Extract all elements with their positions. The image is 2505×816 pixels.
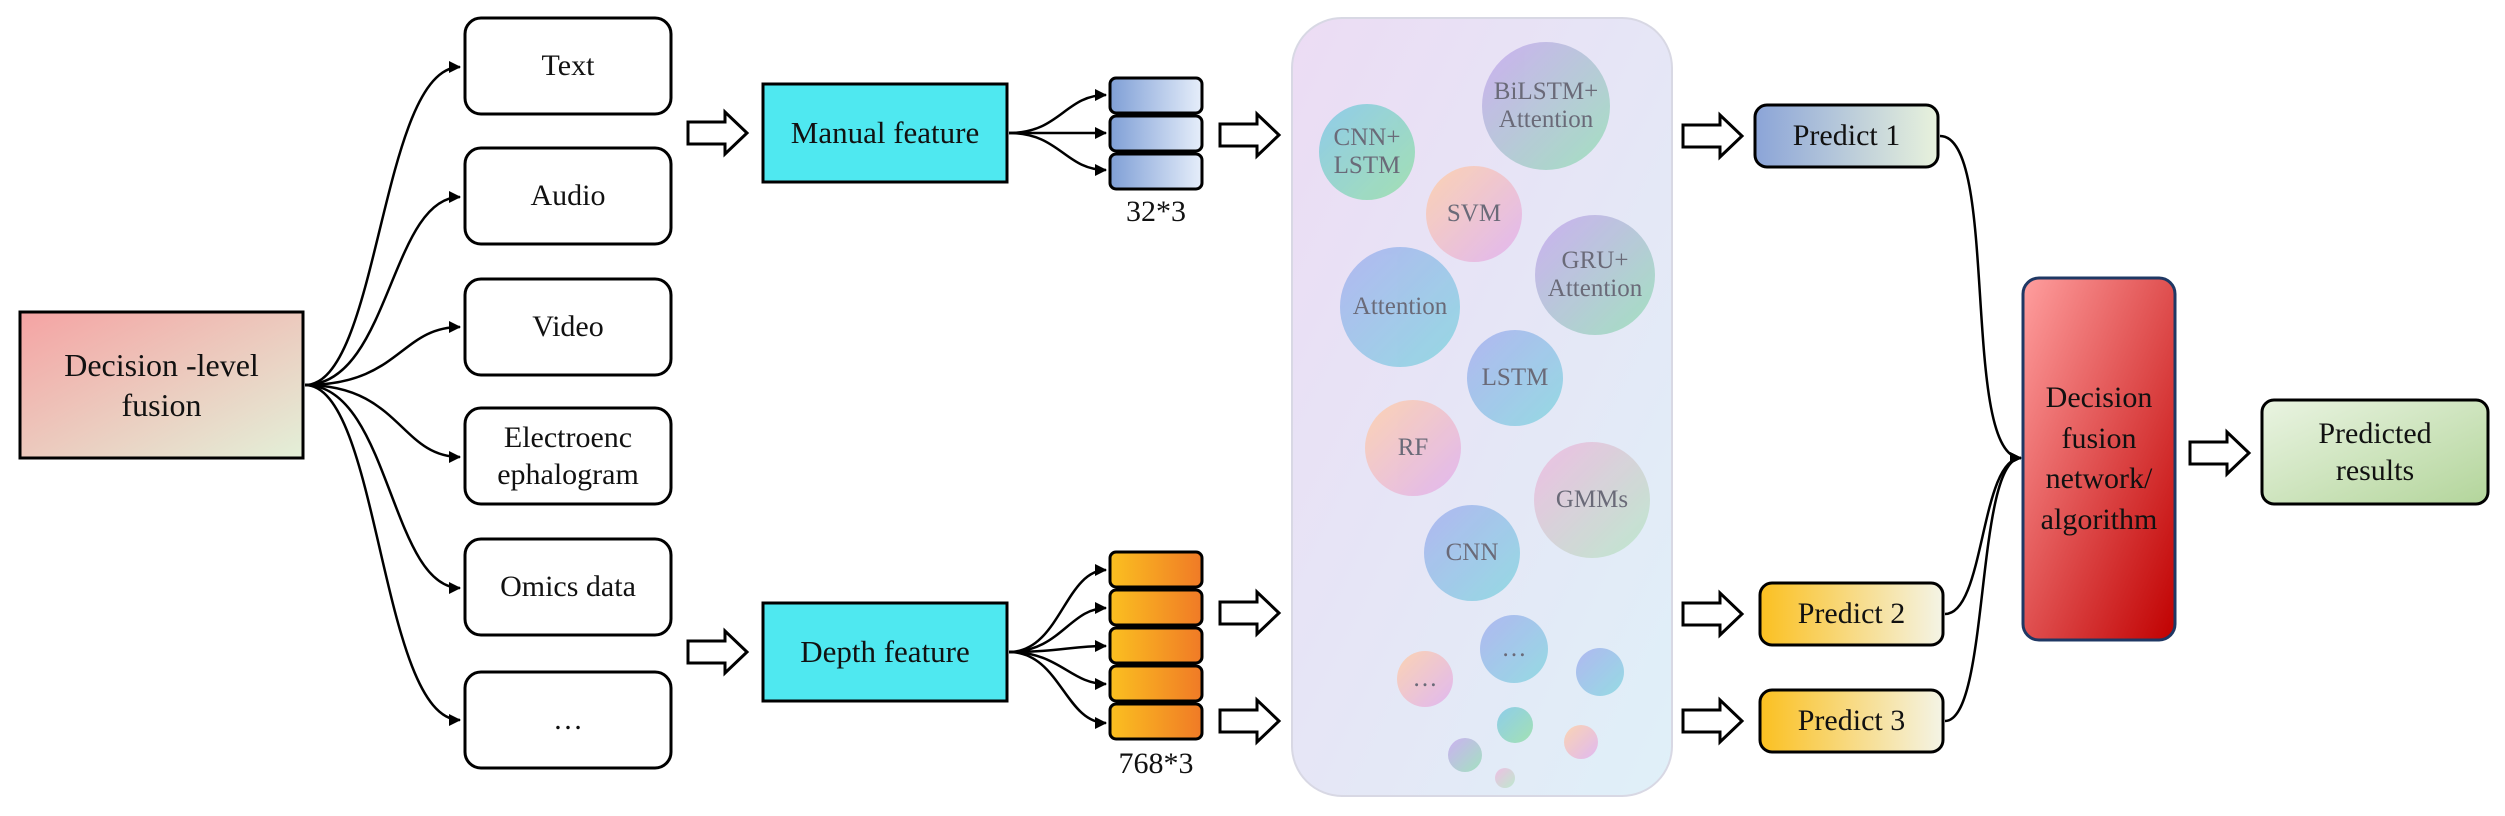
manual-fanout: [1008, 89, 1107, 176]
bubble-cnn-lstm: [1319, 104, 1415, 200]
model-label-attention: Attention: [1352, 293, 1448, 320]
source-box-eeg: [463, 406, 673, 506]
depth-feature-box: [761, 601, 1009, 703]
bubble-lstm: [1467, 330, 1563, 426]
result-box: [2260, 398, 2490, 506]
predict-label-3: Predict 3: [1797, 704, 1906, 738]
manual-block: [1108, 76, 1204, 115]
source-box-audio: [463, 146, 673, 246]
source-label-audio: Audio: [530, 179, 606, 213]
depth-block: [1108, 702, 1204, 741]
source-boxes: [463, 16, 673, 770]
manual-dims-label: 32*3: [1126, 195, 1186, 229]
bubble-small: [1497, 707, 1533, 743]
arrow-depth-to-models-1: [1218, 588, 1282, 638]
source-label-video: Video: [532, 310, 604, 344]
arrow-to-depth: [686, 627, 750, 677]
result-label: Predicted results: [2318, 416, 2432, 488]
source-box-video: [463, 277, 673, 377]
model-bubbles: [1319, 42, 1655, 788]
arrow-to-result: [2188, 428, 2252, 478]
depth-block: [1108, 588, 1204, 627]
bubble-gmms: [1534, 442, 1650, 558]
bubble-small: [1448, 738, 1482, 772]
source-box-omics: [463, 537, 673, 637]
depth-block: [1108, 626, 1204, 665]
depth-feature-label: Depth feature: [800, 633, 970, 669]
block-arrows: [686, 108, 2252, 746]
model-label-gmms: GMMs: [1555, 486, 1629, 513]
predict-label-2: Predict 2: [1797, 597, 1906, 631]
fusion-label: Decision fusion network/ algorithm: [2040, 381, 2158, 536]
predict-label-1: Predict 1: [1792, 119, 1901, 153]
model-label-svm: SVM: [1446, 200, 1502, 227]
depth-blocks: [1108, 550, 1204, 741]
bubble-svm: [1426, 166, 1522, 262]
manual-feature-box: [761, 82, 1009, 184]
bubble-more-2: [1397, 651, 1453, 707]
depth-fanout: [1008, 564, 1107, 729]
manual-blocks: [1108, 76, 1204, 191]
fusion-box: [2021, 276, 2177, 642]
model-label-more-1: …: [1501, 635, 1527, 662]
bubble-gru-attention: [1535, 215, 1655, 335]
manual-feature-label: Manual feature: [790, 114, 980, 150]
bubble-small: [1564, 725, 1598, 759]
manual-block: [1108, 152, 1204, 191]
depth-block: [1108, 664, 1204, 703]
depth-dims-label: 768*3: [1118, 747, 1194, 781]
source-label-text: Text: [541, 49, 595, 83]
diagram-title: Decision -level fusion: [64, 347, 259, 423]
arrow-manual-to-models: [1218, 110, 1282, 160]
source-label-omics: Omics data: [500, 570, 636, 604]
bubble-more-1: [1480, 615, 1548, 683]
bubble-small: [1495, 768, 1515, 788]
bubble-bilstm-attention: [1482, 42, 1610, 170]
arrow-to-predict-1: [1681, 111, 1745, 161]
bubble-cnn: [1424, 505, 1520, 601]
predict-box-3: [1758, 688, 1945, 754]
predict-box-1: [1753, 103, 1940, 169]
predict-box-2: [1758, 581, 1945, 647]
arrow-to-predict-3: [1681, 696, 1745, 746]
bubble-rf: [1365, 400, 1461, 496]
model-label-cnn-lstm: CNN+ LSTM: [1333, 124, 1401, 179]
manual-block: [1108, 114, 1204, 153]
bubble-attention: [1340, 247, 1460, 367]
model-label-gru-attention: GRU+ Attention: [1547, 247, 1643, 302]
model-label-cnn: CNN: [1445, 539, 1499, 566]
model-label-rf: RF: [1397, 434, 1429, 461]
depth-block: [1108, 550, 1204, 589]
source-label-eeg: Electroenc ephalogram: [497, 420, 639, 492]
arrow-to-manual: [686, 108, 750, 158]
fusion-connectors: [1939, 134, 2022, 723]
title-box: [18, 310, 305, 460]
source-box-more: [463, 670, 673, 770]
source-label-more: …: [553, 703, 583, 737]
arrow-to-predict-2: [1681, 589, 1745, 639]
source-connectors: [304, 61, 461, 726]
arrow-depth-to-models-2: [1218, 696, 1282, 746]
bubble-small: [1576, 648, 1624, 696]
model-label-bilstm-attention: BiLSTM+ Attention: [1493, 78, 1599, 133]
source-box-text: [463, 16, 673, 116]
model-label-more-2: …: [1412, 665, 1438, 692]
model-label-lstm: LSTM: [1481, 364, 1549, 391]
